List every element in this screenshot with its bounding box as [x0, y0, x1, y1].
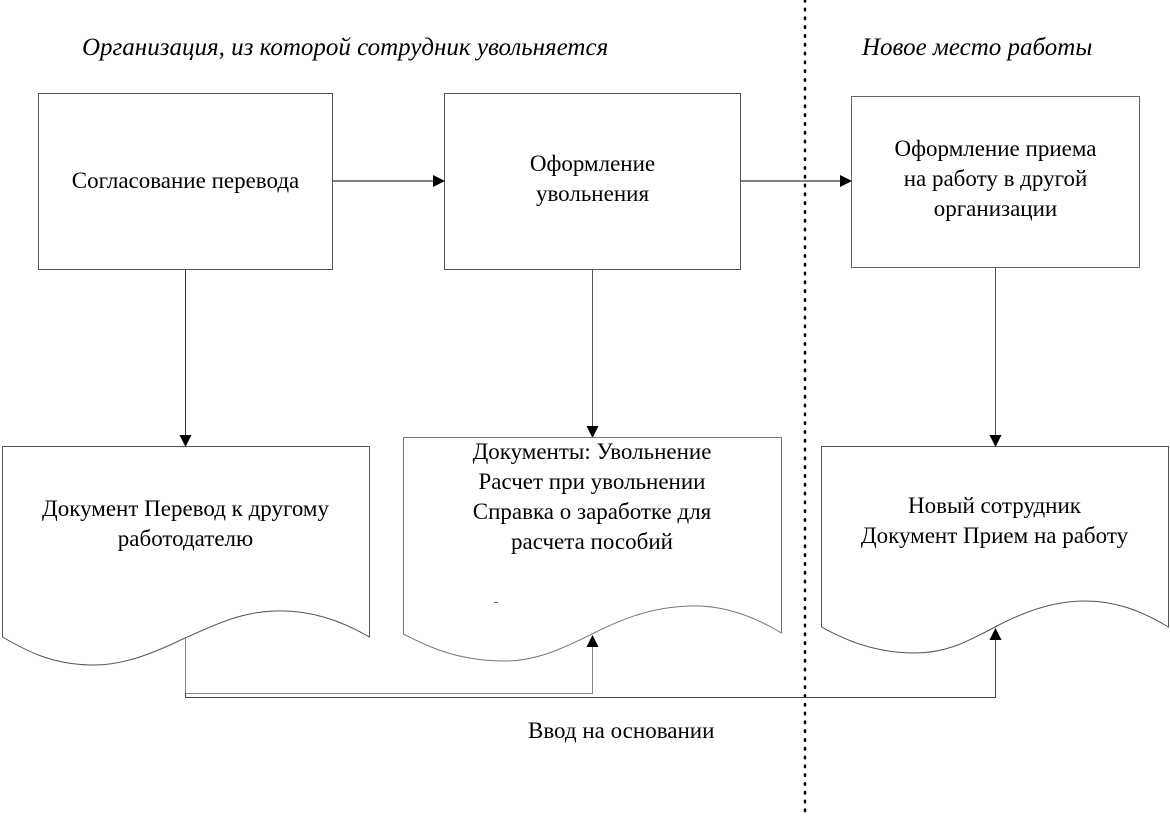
process-label-hiring: Оформление приема на работу в другой орг…: [851, 96, 1140, 267]
process-box-hiring[interactable]: [851, 96, 1140, 268]
process-text-line: Оформление: [529, 151, 656, 176]
document-text-line: расчета пособий: [511, 529, 673, 554]
document-text-line: Новый сотрудник: [908, 493, 1081, 518]
document-text-line: Документы: Увольнение: [472, 439, 712, 464]
connector-transfer-to-hire: [185, 628, 1002, 698]
document-label-hire: Новый сотрудник Документ Прием на работу: [821, 491, 1168, 551]
process-text-line: Оформление приема: [894, 135, 1097, 161]
document-text-line: работодателю: [117, 526, 254, 551]
document-text-line: Документ Прием на работу: [860, 523, 1129, 548]
process-box-approve-transfer[interactable]: [38, 93, 333, 270]
document-text-line: Документ Перевод к другому: [42, 496, 329, 521]
header-new-workplace: Новое место работы: [862, 34, 1093, 61]
document-shape-transfer[interactable]: [2, 446, 370, 666]
connector-label-based-on: Ввод на основании: [528, 718, 715, 743]
process-text-line: организации: [933, 195, 1058, 221]
document-shape-hire[interactable]: [821, 446, 1169, 654]
document-text-line: Справка о заработке для: [472, 499, 712, 524]
header-leaving-organization: Организация, из которой сотрудник увольн…: [82, 34, 609, 61]
process-text-line: Согласование перевода: [71, 168, 300, 193]
process-text-line: на работу в другой: [903, 165, 1088, 191]
document-label-dismissal: Документы: Увольнение Расчет при увольне…: [403, 437, 781, 557]
process-box-dismissal[interactable]: [444, 93, 741, 270]
document-label-transfer: Документ Перевод к другому работодателю: [2, 494, 369, 554]
document-text-line: Расчет при увольнении: [478, 469, 706, 494]
process-label-approve-transfer: Согласование перевода: [38, 93, 333, 269]
process-text-line: увольнения: [535, 181, 650, 206]
document-shape-dismissal[interactable]: [403, 437, 782, 662]
connector-transfer-to-dismissal: [185, 635, 599, 694]
process-label-dismissal: Оформление увольнения: [444, 93, 741, 269]
